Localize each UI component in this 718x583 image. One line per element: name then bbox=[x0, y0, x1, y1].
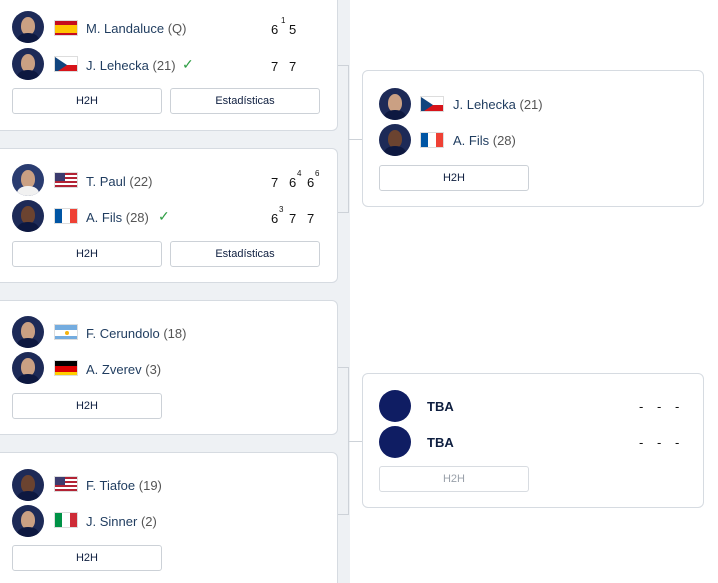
player-name: TBA bbox=[427, 435, 454, 450]
set-score: 5 bbox=[289, 22, 297, 37]
tba-avatar bbox=[379, 426, 411, 458]
set-score: 6 bbox=[289, 175, 297, 190]
set-score: 6 bbox=[271, 22, 279, 37]
set-score: - bbox=[675, 399, 680, 414]
player-name[interactable]: J. Lehecka (21) bbox=[86, 58, 176, 73]
flag-czech-icon bbox=[54, 56, 78, 72]
flag-italy-icon bbox=[54, 512, 78, 528]
h2h-button[interactable]: H2H bbox=[379, 165, 529, 191]
player-name[interactable]: A. Fils (28) bbox=[453, 133, 516, 148]
player-avatar[interactable] bbox=[12, 200, 44, 232]
bracket-connector bbox=[349, 139, 362, 140]
flag-argentina-icon bbox=[54, 324, 78, 340]
flag-germany-icon bbox=[54, 360, 78, 376]
player-avatar[interactable] bbox=[379, 88, 411, 120]
winner-check-icon: ✓ bbox=[158, 208, 170, 224]
tiebreak-score: 1 bbox=[281, 16, 286, 25]
tiebreak-score: 6 bbox=[315, 169, 320, 178]
match-card-4: F. Tiafoe (19) J. Sinner (2) H2H bbox=[0, 452, 338, 583]
connector-gutter bbox=[338, 0, 350, 583]
h2h-button[interactable]: H2H bbox=[379, 466, 529, 492]
next-round-card-2: TBA - - - TBA - - - H2H bbox=[362, 373, 704, 508]
stats-button[interactable]: Estadísticas bbox=[170, 88, 320, 114]
match-card-1: M. Landaluce (Q) 6 1 5 J. Lehecka (21) ✓… bbox=[0, 0, 338, 131]
set-score: 7 bbox=[271, 59, 279, 74]
player-name[interactable]: A. Fils (28) bbox=[86, 210, 149, 225]
set-score: - bbox=[657, 399, 662, 414]
flag-france-icon bbox=[54, 208, 78, 224]
flag-usa-icon bbox=[54, 476, 78, 492]
bracket-connector bbox=[338, 65, 349, 213]
flag-usa-icon bbox=[54, 172, 78, 188]
player-name: TBA bbox=[427, 399, 454, 414]
player-avatar[interactable] bbox=[379, 124, 411, 156]
player-name[interactable]: M. Landaluce (Q) bbox=[86, 21, 187, 36]
set-score: - bbox=[657, 435, 662, 450]
tiebreak-score: 4 bbox=[297, 169, 302, 178]
player-avatar[interactable] bbox=[12, 48, 44, 80]
h2h-button[interactable]: H2H bbox=[12, 393, 162, 419]
player-name[interactable]: F. Tiafoe (19) bbox=[86, 478, 162, 493]
flag-france-icon bbox=[420, 132, 444, 148]
tba-avatar bbox=[379, 390, 411, 422]
set-score: 7 bbox=[307, 211, 315, 226]
flag-spain-icon bbox=[54, 20, 78, 36]
set-score: - bbox=[639, 435, 644, 450]
tiebreak-score: 3 bbox=[279, 205, 284, 214]
next-round-card-1: J. Lehecka (21) A. Fils (28) H2H bbox=[362, 70, 704, 207]
winner-check-icon: ✓ bbox=[182, 56, 194, 72]
player-name[interactable]: J. Sinner (2) bbox=[86, 514, 157, 529]
set-score: 7 bbox=[271, 175, 279, 190]
set-score: 7 bbox=[289, 211, 297, 226]
h2h-button[interactable]: H2H bbox=[12, 88, 162, 114]
player-name[interactable]: A. Zverev (3) bbox=[86, 362, 162, 377]
set-score: 7 bbox=[289, 59, 297, 74]
set-score: - bbox=[639, 399, 644, 414]
player-name[interactable]: F. Cerundolo (18) bbox=[86, 326, 187, 341]
h2h-button[interactable]: H2H bbox=[12, 241, 162, 267]
set-score: - bbox=[675, 435, 680, 450]
player-avatar[interactable] bbox=[12, 316, 44, 348]
bracket-connector bbox=[338, 367, 349, 515]
bracket-connector bbox=[349, 441, 362, 442]
player-avatar[interactable] bbox=[12, 469, 44, 501]
set-score: 6 bbox=[271, 211, 279, 226]
match-card-3: F. Cerundolo (18) A. Zverev (3) H2H bbox=[0, 300, 338, 435]
match-card-2: T. Paul (22) 7 6 4 6 6 A. Fils (28) ✓ 6 … bbox=[0, 148, 338, 283]
player-avatar[interactable] bbox=[12, 164, 44, 196]
player-avatar[interactable] bbox=[12, 352, 44, 384]
player-name[interactable]: J. Lehecka (21) bbox=[453, 97, 543, 112]
set-score: 6 bbox=[307, 175, 315, 190]
player-avatar[interactable] bbox=[12, 11, 44, 43]
h2h-button[interactable]: H2H bbox=[12, 545, 162, 571]
player-avatar[interactable] bbox=[12, 505, 44, 537]
stats-button[interactable]: Estadísticas bbox=[170, 241, 320, 267]
flag-czech-icon bbox=[420, 96, 444, 112]
player-name[interactable]: T. Paul (22) bbox=[86, 174, 153, 189]
